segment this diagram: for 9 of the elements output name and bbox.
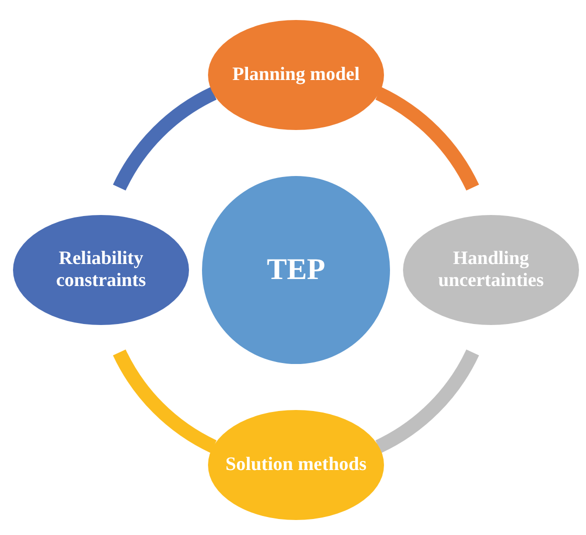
arc-connector (375, 349, 479, 453)
node-label: Planning model (232, 64, 360, 86)
node-label: Reliability constraints (55, 248, 147, 292)
node-label: Solution methods (226, 454, 366, 476)
node-label: Handling uncertainties (437, 248, 545, 292)
arc-connector (375, 87, 479, 191)
arc-connector (113, 349, 217, 453)
arc-connector (113, 87, 217, 191)
node-label: TEP (266, 252, 326, 288)
